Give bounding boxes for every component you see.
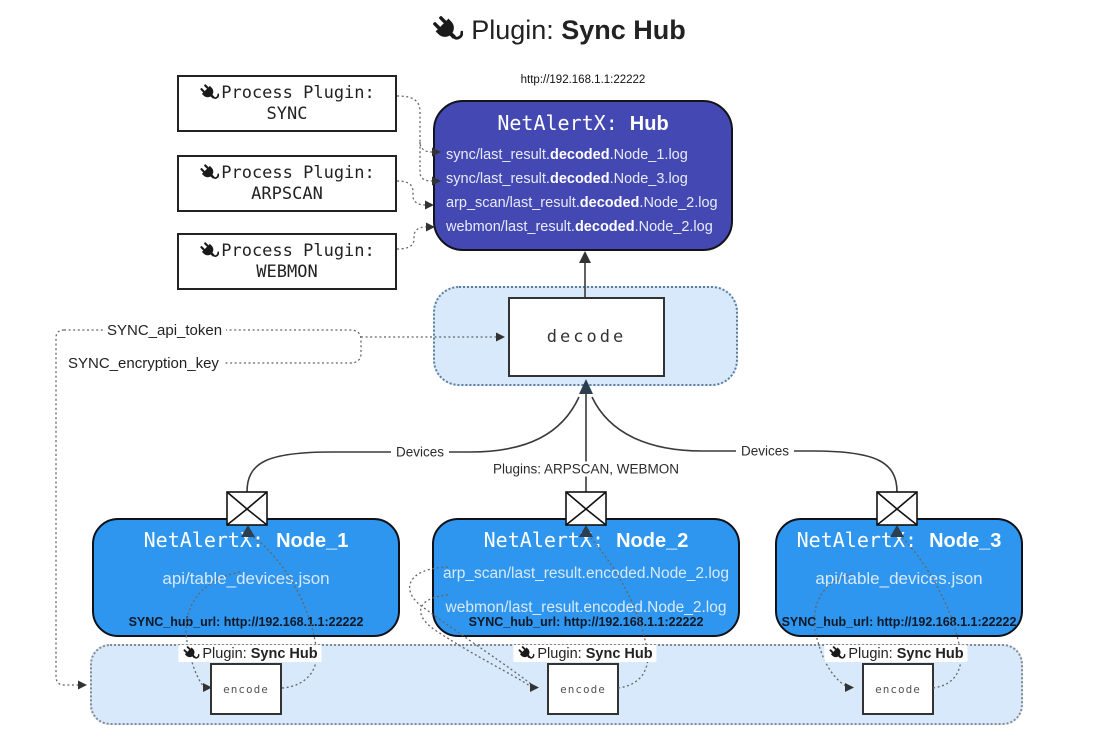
plugins-center-label: Plugins: ARPSCAN, WEBMON (487, 461, 685, 477)
plug-icon (828, 645, 845, 662)
hub-title-bold: Hub (629, 113, 669, 135)
encode-box-node1: encode (210, 663, 282, 715)
process-plugin-arpscan-box: Process Plugin: ARPSCAN (177, 155, 397, 212)
page-title-text: Plugin: Sync Hub (471, 15, 686, 46)
plug-icon (182, 645, 199, 662)
node2-file: arp_scan/last_result.encoded.Node_2.log (442, 565, 730, 582)
node3-file: api/table_devices.json (815, 569, 983, 588)
band-label-node3: Plugin: Sync Hub (824, 645, 968, 662)
node2-title: NetAlertX: Node_2 (483, 528, 689, 552)
hub-file-row: sync/last_result.decoded.Node_3.log (446, 171, 688, 187)
process-plugin-name: ARPSCAN (251, 184, 323, 204)
hub-file-row: arp_scan/last_result.decoded.Node_2.log (446, 195, 718, 211)
decode-box: decode (508, 297, 665, 377)
band-label-node1: Plugin: Sync Hub (178, 645, 322, 662)
encode-box-node3: encode (862, 663, 934, 715)
process-plugin-name: WEBMON (256, 262, 318, 282)
process-plugin-sync-box: Process Plugin: SYNC (177, 75, 397, 132)
hub-title: NetAlertX: Hub (435, 111, 731, 136)
node3-box: NetAlertX: Node_3 api/table_devices.json… (775, 518, 1023, 637)
sync-encryption-key-label: SYNC_encryption_key (64, 355, 223, 372)
encode-box-node2: encode (547, 663, 619, 715)
hub-file-row: webmon/last_result.decoded.Node_2.log (446, 219, 713, 235)
node1-hub-url: SYNC_hub_url: http://192.168.1.1:22222 (128, 615, 364, 629)
node1-box: NetAlertX: Node_1 api/table_devices.json… (92, 518, 400, 637)
process-plugin-webmon-box: Process Plugin: WEBMON (177, 233, 397, 290)
node3-title: NetAlertX: Node_3 (796, 528, 1002, 552)
edge-webmon-to-hub (396, 226, 427, 250)
plug-icon (517, 645, 534, 662)
process-plugin-label: Process Plugin: (221, 163, 375, 183)
process-plugin-label: Process Plugin: (221, 241, 375, 261)
edge-key-to-band (55, 329, 78, 686)
node3-hub-url: SYNC_hub_url: http://192.168.1.1:22222 (781, 615, 1017, 629)
hub-file-row: sync/last_result.decoded.Node_1.log (446, 147, 688, 163)
plug-icon (199, 241, 219, 261)
plug-icon (431, 14, 463, 46)
node2-hub-url: SYNC_hub_url: http://192.168.1.1:22222 (468, 615, 704, 629)
hub-title-prefix: NetAlertX: (497, 111, 630, 135)
process-plugin-name: SYNC (266, 104, 308, 124)
devices-left-label: Devices (390, 444, 450, 460)
hub-box: NetAlertX: Hub sync/last_result.decoded.… (433, 100, 733, 251)
arrowhead-up (579, 251, 591, 263)
node1-file: api/table_devices.json (162, 569, 330, 588)
band-label-node2: Plugin: Sync Hub (513, 645, 657, 662)
edge-sync-to-hub2 (419, 142, 433, 182)
title-bold: Sync Hub (561, 14, 686, 45)
edge-sync-to-hub1 (396, 95, 433, 153)
plug-icon (199, 163, 219, 183)
arrowhead-right (78, 680, 87, 690)
hub-file-list: sync/last_result.decoded.Node_1.log sync… (435, 143, 731, 239)
sync-api-token-label: SYNC_api_token (103, 322, 227, 339)
node1-title: NetAlertX: Node_1 (143, 528, 349, 552)
page-title: Plugin: Sync Hub (0, 14, 1117, 46)
node2-box: NetAlertX: Node_2 arp_scan/last_result.e… (432, 518, 740, 637)
plug-icon (199, 83, 219, 103)
edge-arpscan-to-hub (396, 180, 426, 206)
title-prefix: Plugin: (471, 14, 562, 45)
devices-right-label: Devices (735, 443, 795, 459)
hub-url-label: http://192.168.1.1:22222 (520, 74, 646, 86)
process-plugin-label: Process Plugin: (221, 83, 375, 103)
